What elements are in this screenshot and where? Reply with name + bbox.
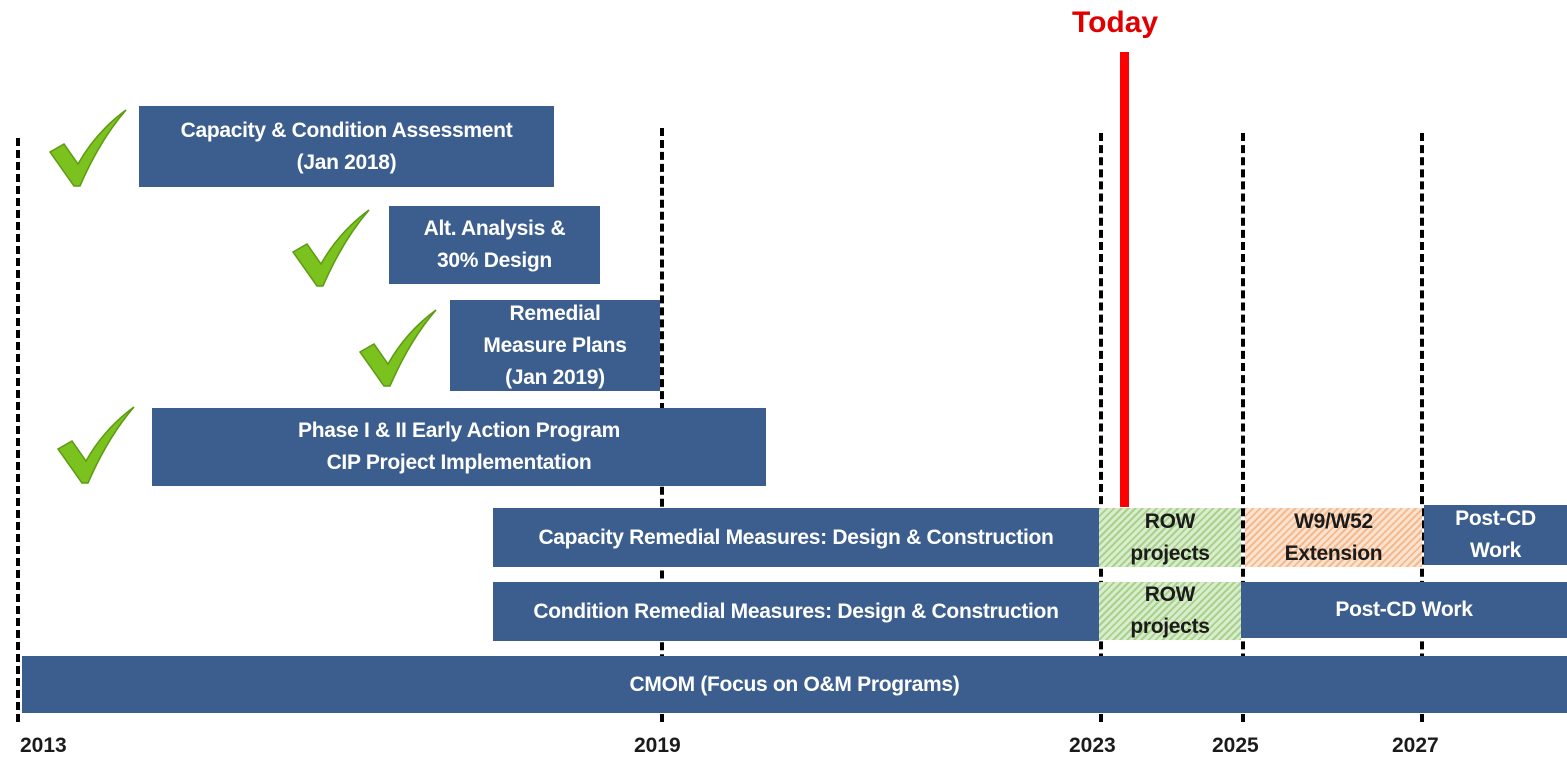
- today-line: [1120, 52, 1129, 507]
- year-label-2019: 2019: [634, 734, 681, 757]
- cmom-bar: CMOM (Focus on O&M Programs): [22, 656, 1567, 713]
- capacity-condition-assessment-bar: Capacity & Condition Assessment (Jan 201…: [139, 106, 554, 187]
- year-marker-2023: [1099, 133, 1103, 722]
- checkmark-icon: [48, 109, 127, 187]
- checkmark-icon: [358, 309, 437, 387]
- year-marker-2027: [1420, 133, 1424, 722]
- year-label-2027: 2027: [1392, 734, 1439, 757]
- condition-post-cd-bar: Post-CD Work: [1241, 582, 1567, 638]
- early-action-program-bar: Phase I & II Early Action Program CIP Pr…: [152, 408, 766, 486]
- capacity-post-cd-bar: Post-CD Work: [1424, 505, 1567, 565]
- alt-analysis-bar: Alt. Analysis & 30% Design: [389, 206, 600, 284]
- condition-remedial-bar: Condition Remedial Measures: Design & Co…: [493, 582, 1099, 641]
- remedial-measure-plans-bar: Remedial Measure Plans (Jan 2019): [450, 300, 660, 391]
- condition-row-projects-bar: ROW projects: [1099, 582, 1241, 640]
- capacity-remedial-bar: Capacity Remedial Measures: Design & Con…: [493, 508, 1099, 567]
- year-label-2013: 2013: [20, 734, 67, 757]
- year-label-2023: 2023: [1069, 734, 1116, 757]
- checkmark-icon: [291, 209, 370, 287]
- capacity-row-projects-bar: ROW projects: [1099, 508, 1241, 567]
- year-marker-2025: [1241, 133, 1245, 722]
- checkmark-icon: [56, 406, 135, 484]
- today-label: Today: [1072, 6, 1159, 39]
- year-label-2025: 2025: [1212, 734, 1259, 757]
- year-marker-2013: [16, 138, 20, 722]
- capacity-w9-w52-extension-bar: W9/W52 Extension: [1245, 508, 1422, 567]
